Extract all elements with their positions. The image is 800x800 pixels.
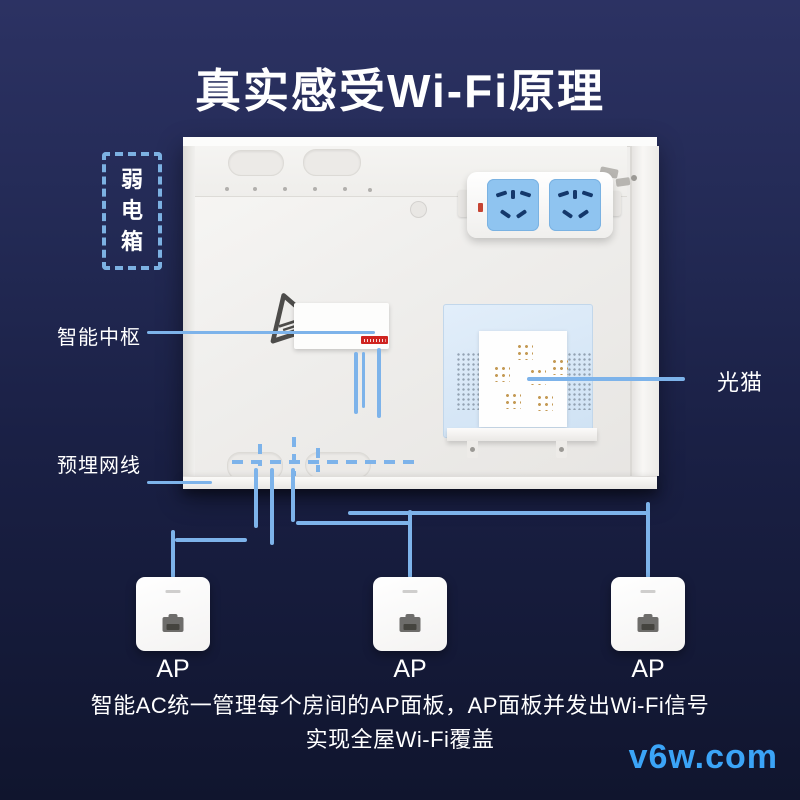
ap-label: AP — [393, 655, 427, 683]
modem-vent-grille — [456, 352, 480, 410]
ethernet-port-icon — [637, 614, 659, 632]
buried-cable-leader-line — [147, 481, 212, 484]
cable-line — [362, 352, 365, 408]
cable-line — [291, 468, 295, 522]
modem-contact-dots — [516, 343, 533, 360]
shelf-screw — [470, 447, 475, 452]
page-title: 真实感受Wi-Fi原理 — [195, 65, 605, 117]
ap-label: AP — [156, 655, 190, 683]
screw-dot — [253, 187, 257, 191]
box-left-wall — [183, 146, 195, 476]
rail-knockout — [228, 150, 284, 176]
shelf-screw — [559, 447, 564, 452]
ap-panel — [373, 577, 447, 651]
screw-dot — [283, 187, 287, 191]
site-watermark: v6w.com — [628, 738, 778, 776]
buried-cable-label: 预埋网线 — [57, 455, 141, 477]
buried-cable-dashed-stub — [316, 448, 320, 472]
weak-current-box-tag: 弱 电 箱 — [102, 152, 162, 270]
rail-knockout — [303, 149, 361, 176]
screw-dot — [313, 187, 317, 191]
ap-brand-mark — [165, 590, 181, 593]
cable-line — [171, 530, 175, 578]
smart-hub-label: 智能中枢 — [57, 327, 141, 349]
hinge-screw — [631, 175, 637, 181]
red-brand-logo — [361, 336, 388, 344]
strip-bracket — [458, 190, 469, 217]
box-open-door — [630, 146, 659, 476]
cable-line — [175, 538, 247, 542]
buried-cable-dashed-line — [232, 460, 417, 464]
buried-cable-dashed-stub — [292, 437, 296, 482]
tag-char: 弱 — [120, 167, 143, 192]
cable-line — [354, 352, 358, 414]
cable-line — [646, 502, 650, 578]
ap-brand-mark — [402, 590, 418, 593]
modem-leader-line — [527, 377, 685, 381]
ap-panel — [611, 577, 685, 651]
cable-line — [377, 348, 381, 418]
tag-char: 电 — [120, 198, 143, 223]
cable-line — [270, 468, 274, 545]
strip-bracket — [611, 191, 621, 216]
modem-contact-dots — [504, 392, 521, 409]
modem-shelf — [447, 428, 597, 441]
smart-hub-leader-line — [147, 331, 375, 334]
power-socket — [487, 179, 539, 231]
caption-line-2: 实现全屋Wi-Fi覆盖 — [305, 727, 495, 752]
optical-modem-label: 光猫 — [717, 370, 764, 395]
tag-char: 箱 — [120, 229, 143, 254]
modem-contact-dots — [493, 365, 510, 382]
circle-knockout — [410, 201, 427, 218]
ap-brand-mark — [640, 590, 656, 593]
bottom-knockout — [305, 452, 371, 478]
screw-dot — [225, 187, 229, 191]
power-indicator — [478, 203, 483, 212]
cable-line — [348, 511, 650, 515]
ethernet-port-icon — [399, 614, 421, 632]
modem-contact-dots — [551, 358, 568, 375]
cable-line — [408, 510, 412, 578]
buried-cable-dashed-stub — [258, 444, 262, 466]
screw-dot — [343, 187, 347, 191]
caption-line-1: 智能AC统一管理每个房间的AP面板，AP面板并发出Wi-Fi信号 — [90, 693, 710, 718]
modem-vent-grille — [567, 352, 591, 410]
ethernet-port-icon — [162, 614, 184, 632]
modem-contact-dots — [536, 394, 553, 411]
box-bottom-lip — [183, 476, 657, 489]
cable-line — [296, 521, 412, 525]
ap-panel — [136, 577, 210, 651]
screw-dot — [368, 188, 372, 192]
cable-line — [254, 468, 258, 528]
power-socket — [549, 179, 601, 231]
ap-label: AP — [631, 655, 665, 683]
